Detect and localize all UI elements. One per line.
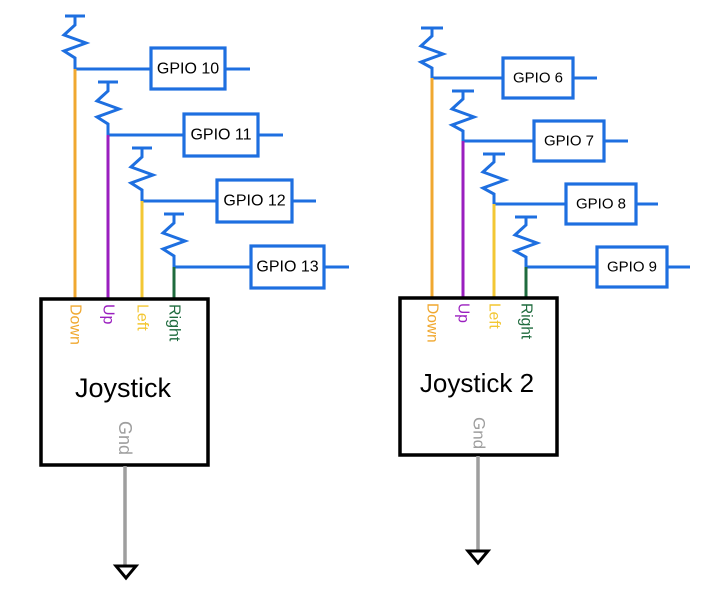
gpio-box [501,56,575,100]
gpio-label: GPIO 9 [607,259,657,276]
pin-down-circuit: GPIO 6 [417,26,597,298]
pin-label-left: Left [134,304,151,331]
joystick-1-circuit: GPIO 10 GPIO 11 GPIO 12 GPIO [39,14,349,581]
pin-label-up: Up [455,303,472,323]
joystick-body [398,296,559,457]
gpio-label: GPIO 12 [223,193,285,210]
pin-up-circuit: GPIO 7 [448,89,628,298]
pull-up-resistor-icon [511,215,542,267]
joystick-name: Joystick [75,373,172,403]
gpio-box [149,46,227,91]
pin-up-circuit: GPIO 11 [93,80,283,299]
pin-label-right: Right [166,304,183,342]
gpio-label: GPIO 13 [256,259,318,276]
gpio-box [249,244,326,290]
pin-label-right: Right [518,303,535,340]
gpio-label: GPIO 10 [157,61,219,78]
pull-up-resistor-icon [417,26,448,78]
pull-up-resistor-icon [93,80,124,135]
pull-up-resistor-icon [479,152,510,204]
gpio-label: GPIO 6 [513,70,563,87]
pin-label-down: Down [424,303,441,343]
pin-left-circuit: GPIO 8 [479,152,658,298]
pin-label-up: Up [100,304,117,325]
pin-down-circuit: GPIO 10 [60,14,250,299]
pull-up-resistor-icon [60,14,91,69]
pull-up-resistor-icon [448,89,479,141]
ground-icon [112,564,140,581]
ground-icon [464,549,492,566]
pull-up-resistor-icon [127,146,158,201]
pull-up-resistor-icon [159,212,190,267]
pin-label-gnd: Gnd [470,417,489,449]
pin-right-circuit: GPIO 9 [511,215,690,298]
gpio-label: GPIO 8 [576,196,626,213]
pin-label-down: Down [67,304,84,345]
gpio-box [215,178,294,224]
pin-label-gnd: Gnd [115,421,135,455]
gpio-label: GPIO 11 [190,127,251,144]
pin-left-circuit: GPIO 12 [127,146,316,299]
joystick-body [39,297,210,467]
pin-label-left: Left [486,303,503,330]
joystick-2-circuit: GPIO 6 GPIO 7 GPIO 8 GPIO 9 [398,26,690,566]
gpio-box [595,245,669,289]
gpio-label: GPIO 7 [544,133,594,150]
pin-right-circuit: GPIO 13 [159,212,349,299]
gpio-box [564,182,638,226]
joystick-name: Joystick 2 [420,368,534,398]
